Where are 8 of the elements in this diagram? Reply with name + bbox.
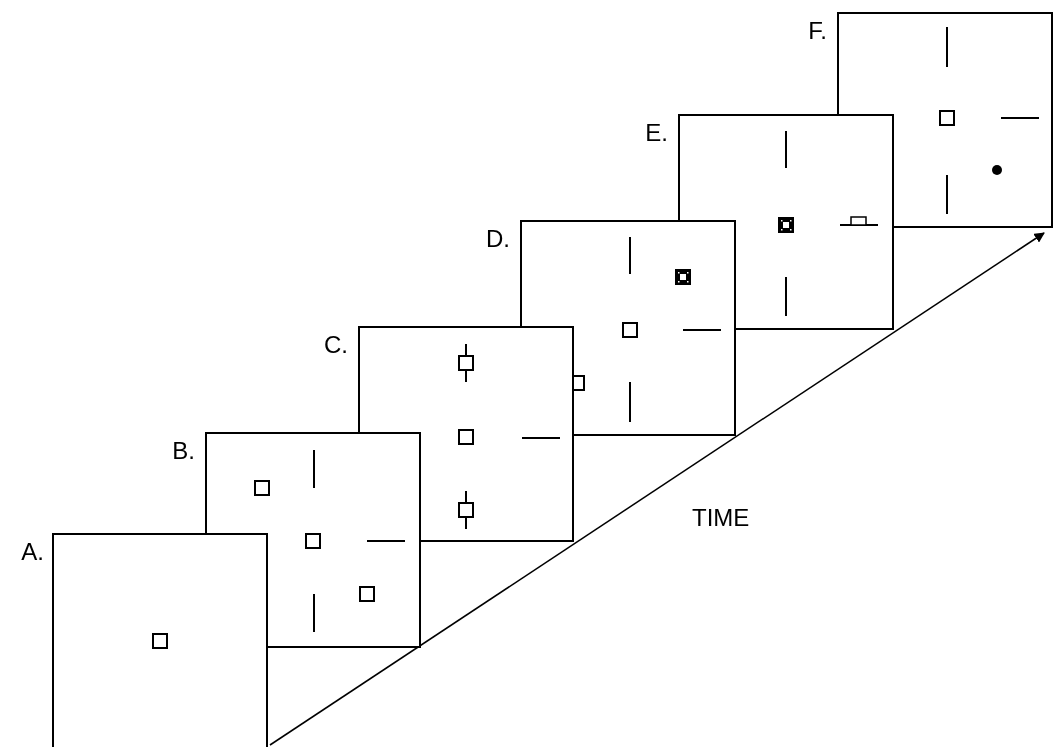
frame-label: E. <box>645 120 668 146</box>
axis-label: TIME <box>692 505 750 531</box>
frame-label: D. <box>486 226 510 252</box>
frame-label: F. <box>808 18 827 44</box>
frame-label: C. <box>324 332 348 358</box>
arrow <box>269 232 1045 746</box>
frame-label: A. <box>21 539 44 565</box>
frame-label: B. <box>172 438 195 464</box>
